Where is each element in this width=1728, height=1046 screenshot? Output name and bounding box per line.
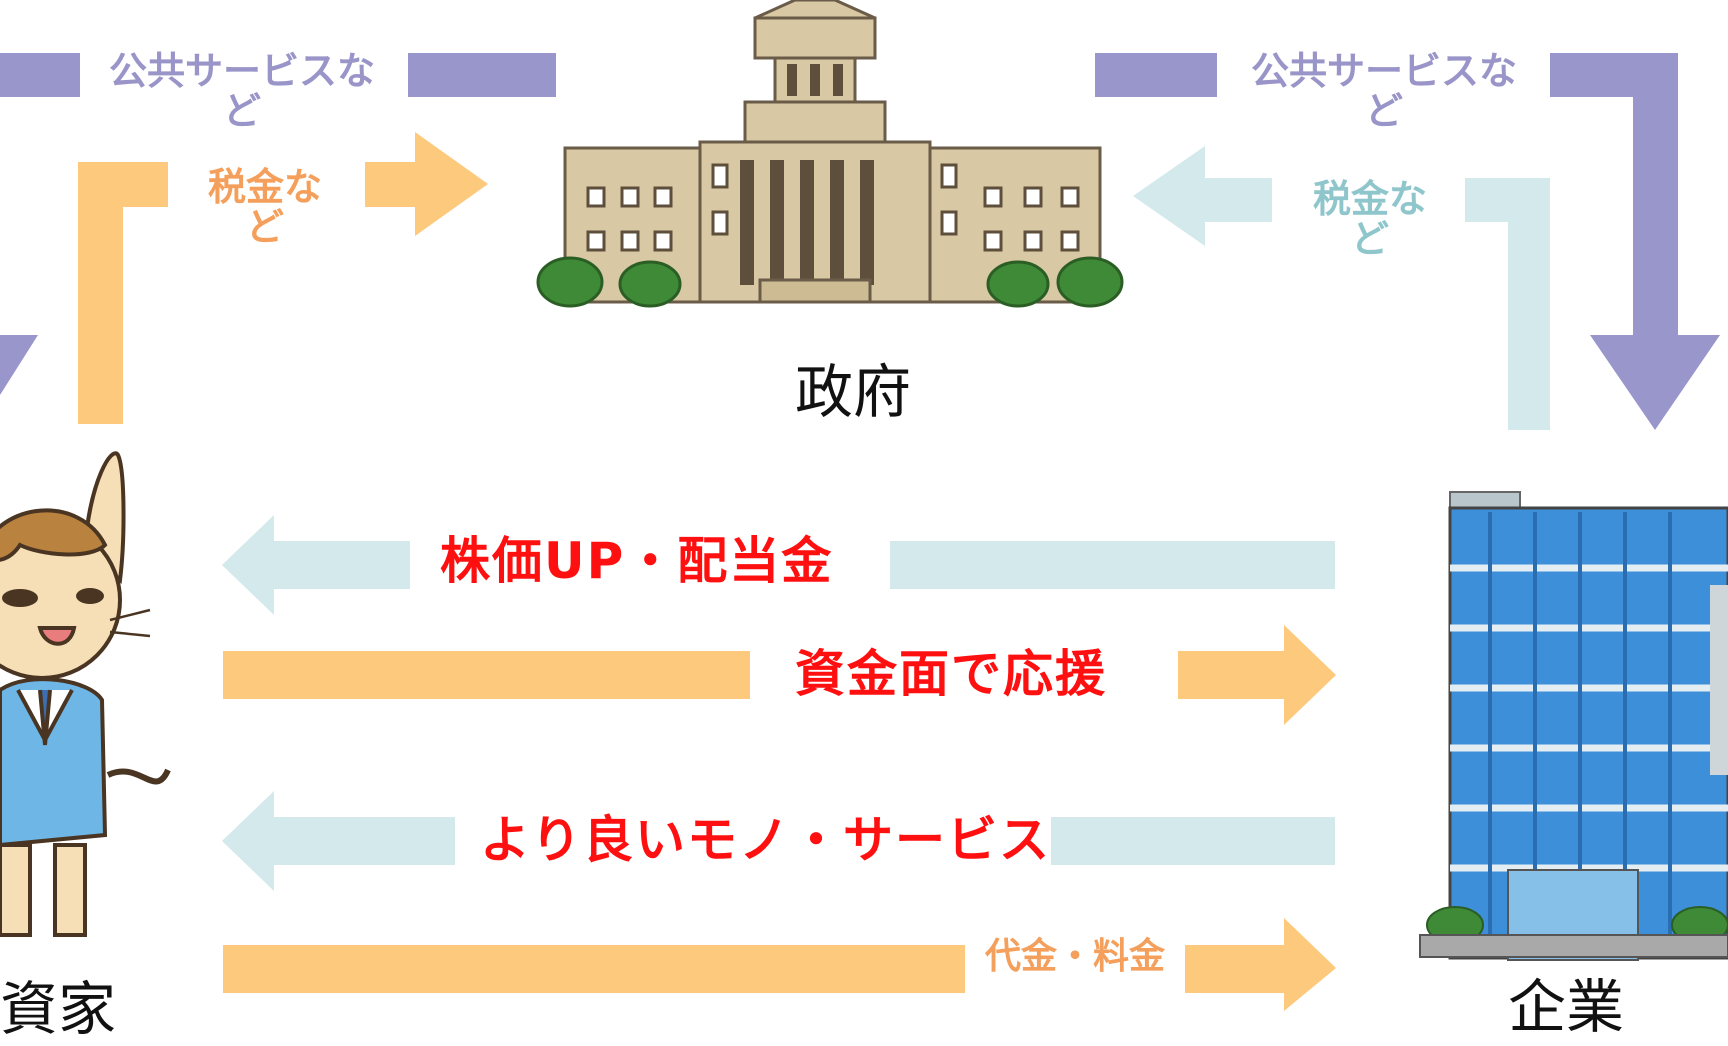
label-gov-to-company: 公共サービスな ど	[1228, 51, 1540, 132]
label-payment: 代金・料金	[985, 936, 1166, 977]
arrow-stock-dividend	[222, 515, 1335, 615]
arrow-funding-support	[223, 625, 1336, 725]
arrow-better-goods	[222, 791, 1335, 891]
label-stock-dividend: 株価UP・配当金	[440, 532, 834, 590]
arrow-investor-to-gov	[78, 132, 488, 424]
arrow-company-to-gov	[1133, 146, 1550, 430]
company-label: 企業	[1508, 973, 1625, 1041]
national-diet-building-icon	[536, 0, 1124, 308]
label-better-goods: より良いモノ・サービス	[480, 811, 1051, 869]
arrow-gov-to-company	[1095, 53, 1720, 430]
label-company-to-gov: 税金な ど	[1280, 179, 1460, 260]
government-label: 政府	[795, 358, 912, 426]
office-building-icon	[1419, 491, 1728, 961]
arrow-gov-to-investor	[0, 53, 556, 395]
label-investor-to-gov: 税金な ど	[175, 167, 355, 248]
label-funding-support: 資金面で応援	[795, 645, 1107, 703]
cat-investor-character-icon	[0, 451, 171, 937]
label-gov-to-investor: 公共サービスな ど	[92, 51, 392, 132]
arrow-payment	[223, 918, 1336, 1011]
diagram-canvas	[0, 0, 1728, 1011]
investor-label: 投資家	[0, 975, 117, 1043]
